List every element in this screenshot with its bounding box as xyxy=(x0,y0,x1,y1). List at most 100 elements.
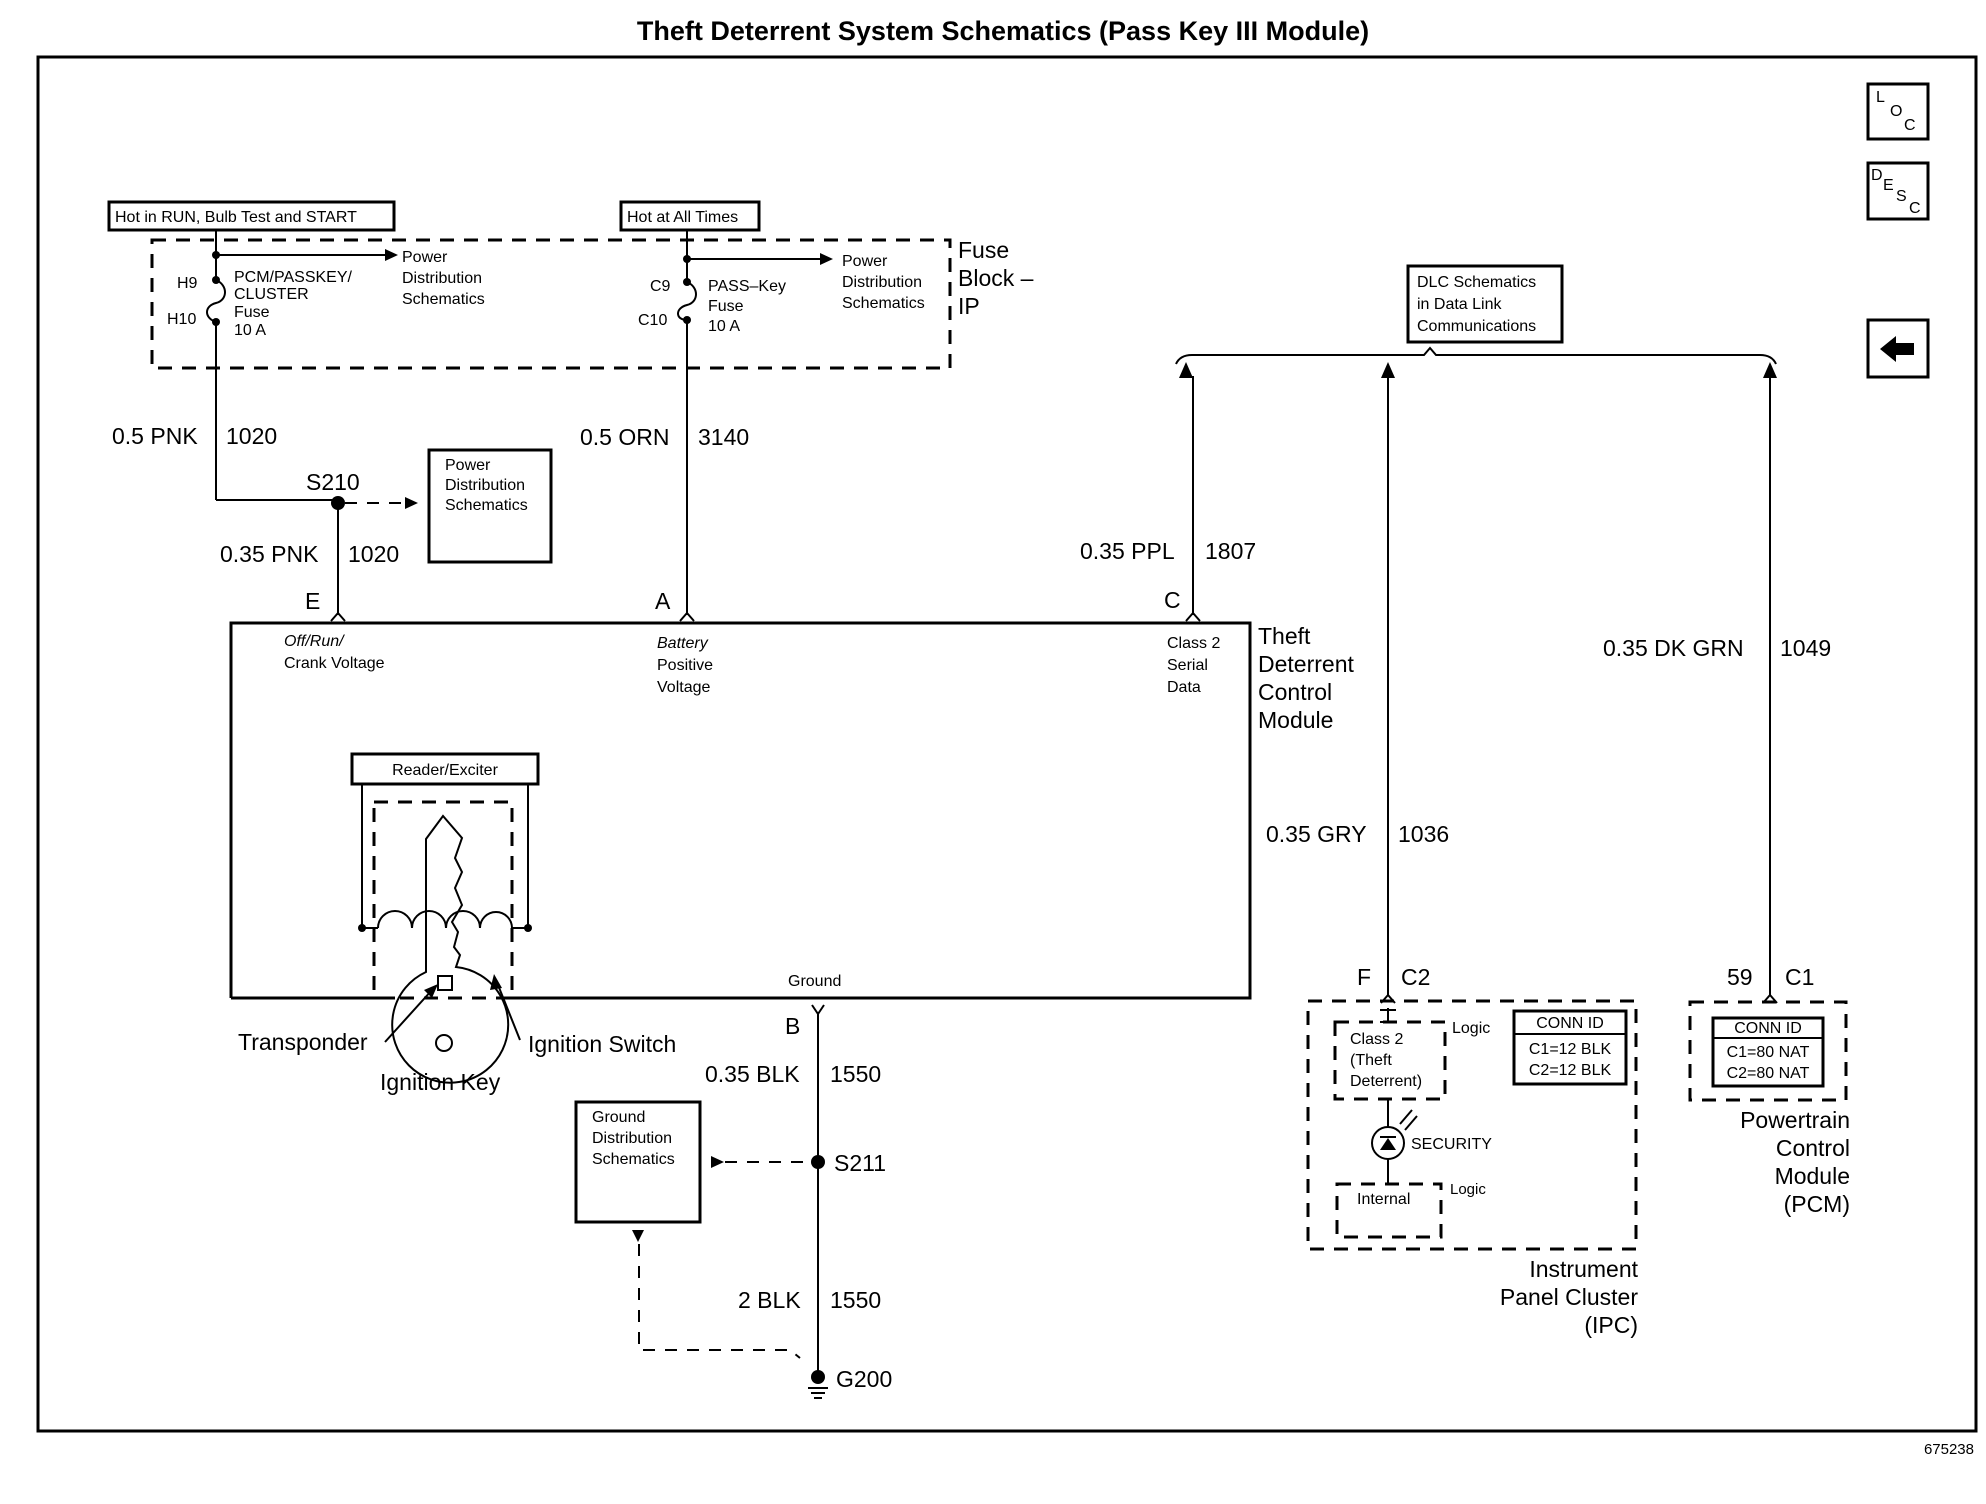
arrow-icon xyxy=(490,974,502,990)
loc-letter-o: O xyxy=(1890,103,1902,120)
hot-at-all-times-label: Hot at All Times xyxy=(619,200,761,232)
powertrain-control-module: 59 C1 CONN ID C1=80 NAT C2=80 NAT xyxy=(1688,964,1848,1102)
wire-blk-lower-gauge: 2 BLK xyxy=(738,1287,801,1313)
pcm-conn-id-title: CONN ID xyxy=(1734,1020,1802,1037)
arrow-icon xyxy=(1763,362,1777,378)
dlc-line-2: in Data Link xyxy=(1417,296,1502,313)
wire-blk-upper-circuit: 1550 xyxy=(830,1061,881,1087)
ipc-conn-id-line-2: C2=12 BLK xyxy=(1529,1062,1612,1079)
power-distribution-box[interactable]: Power Distribution Schematics xyxy=(427,448,553,564)
module-name-3: Control xyxy=(1258,679,1332,705)
wire-orn-gauge: 0.5 ORN xyxy=(580,424,669,450)
module-name-1: Theft xyxy=(1258,623,1311,649)
ipc-internal-label: Internal xyxy=(1357,1191,1410,1208)
ipc-pin-label: F xyxy=(1357,964,1371,990)
power-dist-line-1: Power xyxy=(445,457,491,474)
pcm-connector-label: C1 xyxy=(1785,964,1814,990)
ignition-key-icon xyxy=(391,814,510,1084)
reader-exciter-label: Reader/Exciter xyxy=(392,762,498,779)
pin-a-desc-1: Battery xyxy=(657,635,709,652)
wire-ppl-circuit: 1807 xyxy=(1205,538,1256,564)
fuse-pcm-passkey-cluster: H9 H10 PCM/PASSKEY/ CLUSTER Fuse 10 A Po… xyxy=(167,230,485,500)
splice-s211-dot xyxy=(811,1155,825,1169)
pcm-conn-id-box xyxy=(1711,1016,1825,1088)
loc-button[interactable]: L O C xyxy=(1866,82,1930,141)
ignition-switch-pointer xyxy=(497,984,521,1041)
fuse1-dest-1[interactable]: Power xyxy=(402,249,448,266)
ipc-logic-top: Logic xyxy=(1452,1020,1490,1037)
module-name-2: Deterrent xyxy=(1258,651,1354,677)
splice-s210-label: S210 xyxy=(306,469,360,495)
transponder-label: Transponder xyxy=(238,1029,368,1055)
pin-a-desc-2: Positive xyxy=(657,657,713,674)
connector-a-icon xyxy=(679,611,695,622)
connector-c-icon xyxy=(1185,611,1201,622)
fuse-block-name-2: Block – xyxy=(958,265,1034,291)
ignition-key-label: Ignition Key xyxy=(380,1069,501,1095)
fuse1-terminal-bottom: H10 xyxy=(167,311,196,328)
arrow-icon xyxy=(1381,362,1395,378)
hot-in-run-label: Hot in RUN, Bulb Test and START xyxy=(107,200,396,232)
fuse1-dest-2[interactable]: Distribution xyxy=(402,270,482,287)
ground-distribution-box[interactable]: Ground Distribution Schematics xyxy=(574,1100,702,1224)
pcm-name-2: Control xyxy=(1776,1135,1850,1161)
fuse-icon xyxy=(206,279,226,323)
dlc-schematics-box[interactable]: DLC Schematics in Data Link Communicatio… xyxy=(1406,264,1564,344)
loc-letter-l: L xyxy=(1876,89,1885,106)
ignition-switch-label: Ignition Switch xyxy=(528,1031,676,1057)
dlc-line-1: DLC Schematics xyxy=(1417,274,1536,291)
ignition-switch-boundary xyxy=(372,800,514,1000)
arrow-icon xyxy=(385,249,398,261)
wire-dk-grn-gauge: 0.35 DK GRN xyxy=(1603,635,1744,661)
wire-blk-lower-circuit: 1550 xyxy=(830,1287,881,1313)
ground-dist-line-2: Distribution xyxy=(592,1130,672,1147)
fuse1-terminal-top: H9 xyxy=(177,275,198,292)
back-button[interactable] xyxy=(1866,318,1930,379)
pin-b-desc: Ground xyxy=(788,973,841,990)
fuse1-name-4: 10 A xyxy=(234,322,266,339)
wire-dk-grn-circuit: 1049 xyxy=(1780,635,1831,661)
fuse-icon xyxy=(677,281,697,321)
pin-a-label: A xyxy=(655,588,671,614)
pin-e-desc-1: Off/Run/ xyxy=(284,633,345,650)
fuse2-name-3: 10 A xyxy=(708,318,740,335)
ipc-conn-id-box xyxy=(1512,1009,1628,1086)
ipc-class2-line-1: Class 2 xyxy=(1350,1031,1403,1048)
loc-letter-c: C xyxy=(1904,117,1916,134)
arrow-icon xyxy=(820,253,833,265)
arrow-icon xyxy=(711,1156,724,1168)
pin-e-label: E xyxy=(305,588,320,614)
pin-c-desc-2: Serial xyxy=(1167,657,1208,674)
coil-icon xyxy=(377,910,513,929)
pcm-name-3: Module xyxy=(1775,1163,1850,1189)
wire-orn-circuit: 3140 xyxy=(698,424,749,450)
pcm-pin-label: 59 xyxy=(1727,964,1753,990)
ipc-security-label: SECURITY xyxy=(1411,1136,1492,1153)
arrow-icon xyxy=(632,1230,644,1242)
pcm-conn-id-line-2: C2=80 NAT xyxy=(1727,1065,1810,1082)
fuse2-dest-1[interactable]: Power xyxy=(842,253,888,270)
fuse2-dest-2[interactable]: Distribution xyxy=(842,274,922,291)
fuse1-name-3: Fuse xyxy=(234,304,270,321)
desc-letter-d: D xyxy=(1871,167,1883,184)
ipc-internal-logic xyxy=(1335,1182,1443,1239)
arrow-icon xyxy=(405,497,418,509)
desc-button[interactable]: D E S C xyxy=(1866,161,1930,221)
fuse2-dest-3[interactable]: Schematics xyxy=(842,295,925,312)
module-name-4: Module xyxy=(1258,707,1333,733)
wire-gry-circuit: 1036 xyxy=(1398,821,1449,847)
ipc-class2-logic xyxy=(1333,1020,1447,1101)
wire-gry-gauge: 0.35 GRY xyxy=(1266,821,1367,847)
fuse1-dest-3[interactable]: Schematics xyxy=(402,291,485,308)
ground-dist-return xyxy=(638,1244,801,1359)
hot-at-all-times-text: Hot at All Times xyxy=(627,209,738,226)
instrument-panel-cluster: F C2 Class 2 (Theft Deterrent) Logic CON… xyxy=(1306,964,1638,1251)
wire-pnk-lower-circuit: 1020 xyxy=(348,541,399,567)
arrow-icon xyxy=(424,984,438,998)
wire-blk-upper-gauge: 0.35 BLK xyxy=(705,1061,800,1087)
dlc-line-3: Communications xyxy=(1417,318,1536,335)
security-led-icon xyxy=(1371,1109,1418,1160)
arrow-icon xyxy=(1179,362,1193,378)
transponder-pointer xyxy=(384,989,433,1043)
